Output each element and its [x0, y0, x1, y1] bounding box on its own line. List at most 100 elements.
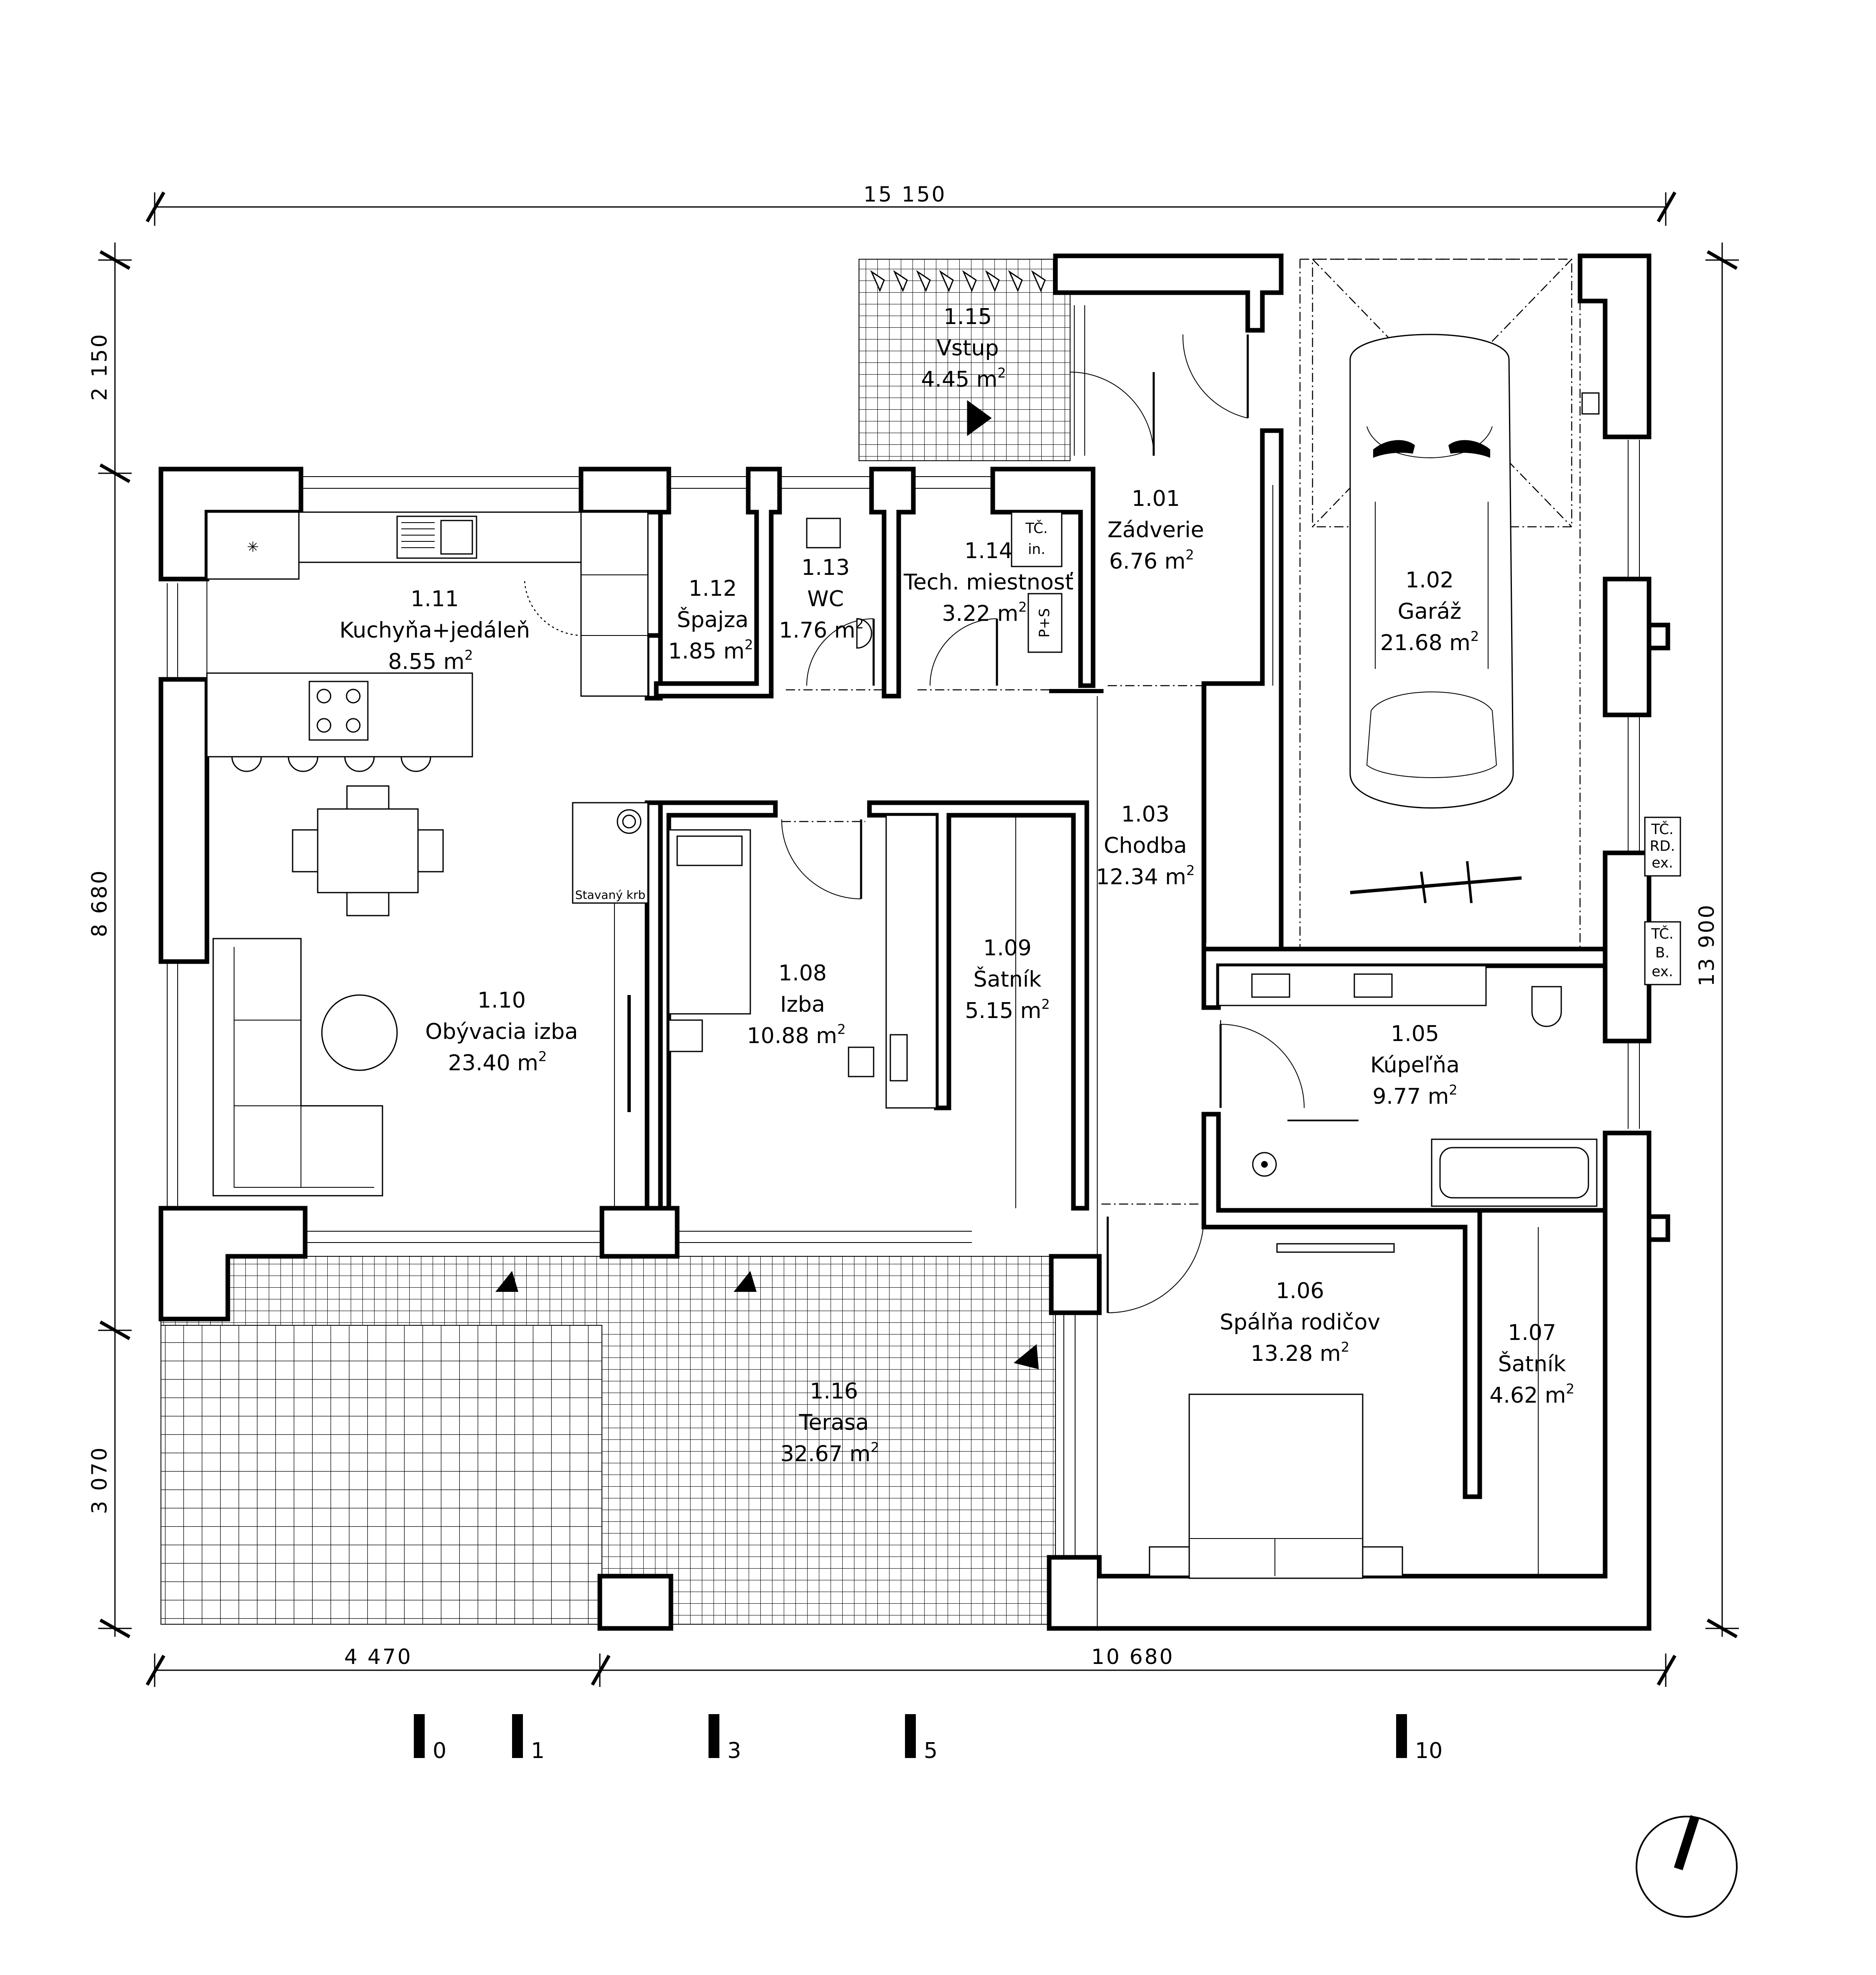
room-number: 1.05 — [1391, 1021, 1439, 1046]
scale-tick-1: 1 — [531, 1738, 545, 1763]
area-exponent: 2 — [1041, 996, 1050, 1012]
room-number: 1.16 — [810, 1379, 858, 1404]
dim-overall-width: 15 150 — [864, 182, 947, 207]
svg-text:5.15 m2: 5.15 m2 — [965, 996, 1050, 1023]
entrance-tiles — [859, 259, 1071, 461]
svg-text:4.45 m2: 4.45 m2 — [921, 365, 1006, 392]
area-exponent: 2 — [1341, 1339, 1349, 1355]
room-area: 21.68 m — [1380, 630, 1471, 656]
room-number: 1.07 — [1508, 1320, 1556, 1345]
heat-pump-indoor-line1: TČ. — [1025, 520, 1048, 537]
room-1-12: 1.12 Špajza 1.85 m2 — [668, 576, 753, 664]
room-name: Zádverie — [1107, 518, 1204, 543]
svg-text:8.55 m2: 8.55 m2 — [388, 647, 473, 674]
room-name: Kuchyňa+jedáleň — [339, 618, 530, 643]
room-number: 1.12 — [688, 576, 737, 601]
room-area: 12.34 m — [1096, 865, 1186, 890]
svg-text:12.34 m2: 12.34 m2 — [1096, 862, 1195, 890]
room-name: Terasa — [798, 1410, 869, 1435]
room-name: Tech. miestnosť — [903, 570, 1073, 595]
room-1-03: 1.03 Chodba 12.34 m2 — [1096, 802, 1195, 890]
room-1-08: 1.08 Izba 10.88 m2 — [747, 961, 846, 1049]
room-area: 32.67 m — [780, 1442, 871, 1467]
area-exponent: 2 — [855, 616, 864, 632]
room-area: 3.22 m — [942, 601, 1018, 626]
heat-pump-indoor-line2: in. — [1028, 541, 1045, 558]
room-area: 6.76 m — [1109, 549, 1185, 574]
room-area: 1.76 m — [779, 618, 855, 643]
svg-text:3.22 m2: 3.22 m2 — [942, 599, 1027, 626]
double-bed — [1188, 1393, 1364, 1579]
north-arrow-icon — [1636, 1815, 1738, 1918]
dim-overall-height: 13 900 — [1695, 903, 1719, 987]
toilet — [1531, 986, 1562, 1027]
room-area: 4.45 m — [921, 367, 997, 392]
room-number: 1.14 — [964, 538, 1013, 564]
room-name: Chodba — [1104, 833, 1187, 858]
scale-tick-0: 0 — [433, 1738, 446, 1763]
star-icon: ✳ — [247, 539, 259, 556]
scale-tick-10: 10 — [1415, 1738, 1443, 1763]
room-number: 1.08 — [778, 961, 827, 986]
coffee-table — [321, 994, 398, 1071]
area-exponent: 2 — [464, 647, 473, 663]
heat-pump-b-line3: ex. — [1652, 963, 1673, 980]
dim-left-segment-2: 8 680 — [87, 869, 112, 937]
room-number: 1.13 — [801, 555, 850, 580]
room-name: Obývacia izba — [425, 1019, 578, 1044]
svg-text:1.85 m2: 1.85 m2 — [668, 637, 753, 664]
heat-pump-rd-line3: ex. — [1652, 855, 1673, 871]
room-area: 10.88 m — [747, 1023, 837, 1049]
room-area: 1.85 m — [668, 639, 744, 664]
room-1-09: 1.09 Šatník 5.15 m2 — [965, 936, 1050, 1023]
room-area: 9.77 m — [1372, 1084, 1449, 1109]
svg-text:10.88 m2: 10.88 m2 — [747, 1021, 846, 1049]
area-exponent: 2 — [837, 1021, 846, 1037]
dim-left-segment-3: 3 070 — [87, 1446, 112, 1514]
heat-pump-indoor-unit — [1011, 511, 1063, 567]
dim-bottom-segment-1: 4 470 — [344, 1645, 412, 1669]
area-exponent: 2 — [744, 637, 753, 653]
room-area: 5.15 m — [965, 998, 1041, 1023]
ps-label: P+S — [1036, 608, 1053, 638]
sofa — [212, 938, 383, 1197]
area-exponent: 2 — [1471, 628, 1479, 644]
room-name: Vstup — [936, 336, 999, 361]
svg-text:1.76 m2: 1.76 m2 — [779, 616, 864, 643]
car-icon — [1349, 334, 1514, 809]
room-1-13: 1.13 WC 1.76 m2 — [779, 555, 864, 643]
room-1-06: 1.06 Spálňa rodičov 13.28 m2 — [1220, 1278, 1380, 1366]
room-1-11: 1.11 Kuchyňa+jedáleň 8.55 m2 — [339, 587, 530, 674]
ps-unit — [1027, 593, 1063, 653]
fireplace-label: Stavaný krb — [575, 888, 645, 902]
heat-pump-rd-line1: TČ. — [1651, 821, 1673, 838]
glazing — [167, 305, 1640, 1559]
heat-pump-b-line2: B. — [1655, 944, 1670, 961]
area-exponent: 2 — [1449, 1082, 1457, 1098]
dim-left-segment-1: 2 150 — [87, 332, 112, 401]
room-1-07: 1.07 Šatník 4.62 m2 — [1489, 1320, 1574, 1408]
area-exponent: 2 — [1185, 547, 1194, 563]
area-exponent: 2 — [1566, 1381, 1574, 1397]
scale-tick-5: 5 — [924, 1738, 938, 1763]
room-name: Kúpeľňa — [1370, 1053, 1460, 1078]
svg-text:21.68 m2: 21.68 m2 — [1380, 628, 1479, 656]
room-area: 13.28 m — [1251, 1341, 1341, 1366]
room-1-14: 1.14 Tech. miestnosť 3.22 m2 — [903, 538, 1073, 626]
room-1-16: 1.16 Terasa 32.67 m2 — [780, 1379, 879, 1467]
room-number: 1.06 — [1276, 1278, 1324, 1304]
heat-pump-b-unit — [1644, 921, 1681, 985]
room-name: WC — [807, 587, 844, 612]
heat-pump-rd-line2: RD. — [1650, 838, 1675, 855]
bicycle-icon — [1350, 861, 1522, 903]
area-exponent: 2 — [871, 1439, 879, 1455]
dining-table — [317, 808, 419, 893]
room-name: Spálňa rodičov — [1220, 1310, 1380, 1335]
room-number: 1.15 — [943, 304, 992, 329]
svg-text:23.40 m2: 23.40 m2 — [448, 1049, 547, 1076]
heat-pump-rd-unit — [1644, 817, 1681, 877]
room-number: 1.11 — [410, 587, 459, 612]
svg-text:4.62 m2: 4.62 m2 — [1489, 1381, 1574, 1408]
room-labels: 1.01 Zádverie 6.76 m2 1.02 Garáž 21.68 m… — [339, 304, 1575, 1467]
